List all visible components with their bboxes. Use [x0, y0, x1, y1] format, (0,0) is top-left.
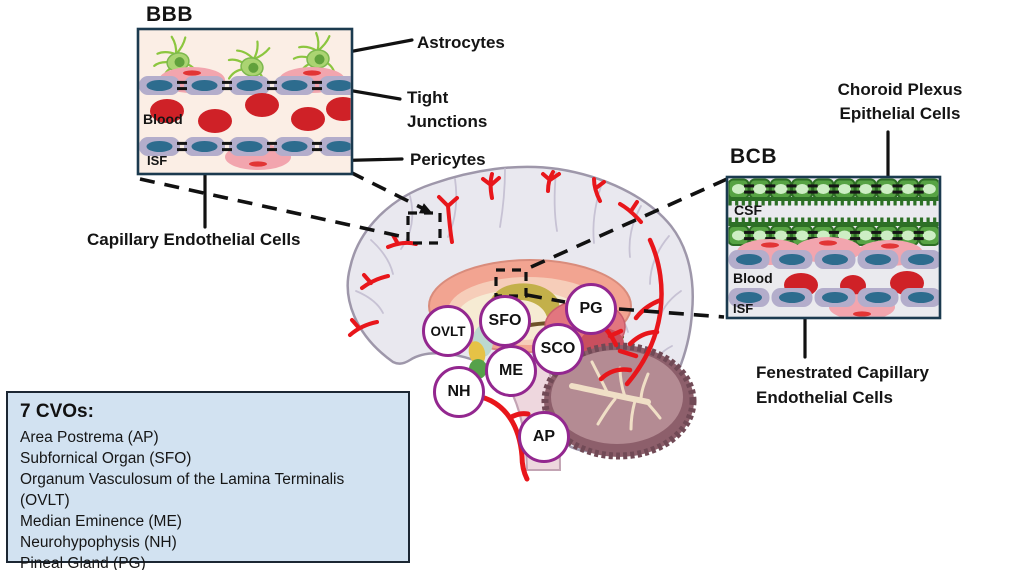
- blood-vessels: [348, 170, 664, 482]
- cerebellum: [541, 342, 697, 460]
- choroid-plexus-label-line1: Choroid Plexus: [837, 80, 963, 99]
- bcb-inset-box: [725, 175, 942, 320]
- cvo-circle-nh: NH: [433, 366, 485, 418]
- tight-junctions-label-line2: Junctions: [407, 112, 488, 131]
- legend-item-pg: Pineal Gland (PG): [20, 555, 146, 570]
- bcb-epithelial-row-top: [728, 178, 939, 206]
- legend-item-ap: Area Postrema (AP): [20, 429, 159, 446]
- cvo-circle-pg: PG: [565, 283, 617, 335]
- cvo-legend-box: 7 CVOs: Area Postrema (AP) Subfornical O…: [6, 391, 410, 570]
- bcb-title: BCB: [730, 145, 777, 168]
- bcb-endothelial-row-bottom: [728, 288, 939, 307]
- bbb-endothelial-row-bottom: [139, 137, 351, 156]
- fenestrated-label-line1: Fenestrated Capillary: [756, 363, 929, 382]
- dashed-arrowhead: [418, 203, 433, 214]
- bcb-isf-label: ISF: [733, 301, 754, 316]
- bcb-blood-label: Blood: [733, 270, 773, 286]
- bbb-blood-label: Blood: [143, 111, 183, 127]
- legend-item-sfo: Subfornical Organ (SFO): [20, 450, 192, 467]
- legend-item-ovlt: Organum Vasculosum of the Lamina Termina…: [20, 471, 345, 509]
- capillary-endothelial-label: Capillary Endothelial Cells: [87, 230, 301, 249]
- choroid-plexus-label-line2: Epithelial Cells: [839, 104, 961, 123]
- dashed-connector-lines: [139, 170, 728, 319]
- bcb-epithelial-row-bottom: [728, 217, 939, 246]
- legend-item-me: Median Eminence (ME): [20, 513, 182, 530]
- bbb-title: BBB: [146, 3, 193, 26]
- cvo-legend-title: 7 CVOs:: [20, 401, 94, 422]
- bbb-isf-label: ISF: [147, 153, 168, 168]
- astrocytes-label: Astrocytes: [417, 33, 505, 52]
- legend-item-nh: Neurohypophysis (NH): [20, 534, 177, 551]
- tight-junctions-label-line1: Tight: [407, 88, 449, 107]
- cvo-circle-sfo: SFO: [479, 295, 531, 347]
- pericytes-label: Pericytes: [410, 150, 486, 169]
- fenestrated-label-line2: Endothelial Cells: [756, 388, 893, 407]
- bcb-csf-label: CSF: [734, 202, 762, 218]
- bbb-endothelial-row-top: [139, 76, 351, 95]
- cvo-circle-ovlt: OVLT: [422, 305, 474, 357]
- cvo-circle-sco: SCO: [532, 323, 584, 375]
- cvo-circle-me: ME: [485, 345, 537, 397]
- bcb-endothelial-row-top: [728, 250, 939, 269]
- bbb-inset-box: [136, 27, 354, 176]
- cvo-circle-ap: AP: [518, 411, 570, 463]
